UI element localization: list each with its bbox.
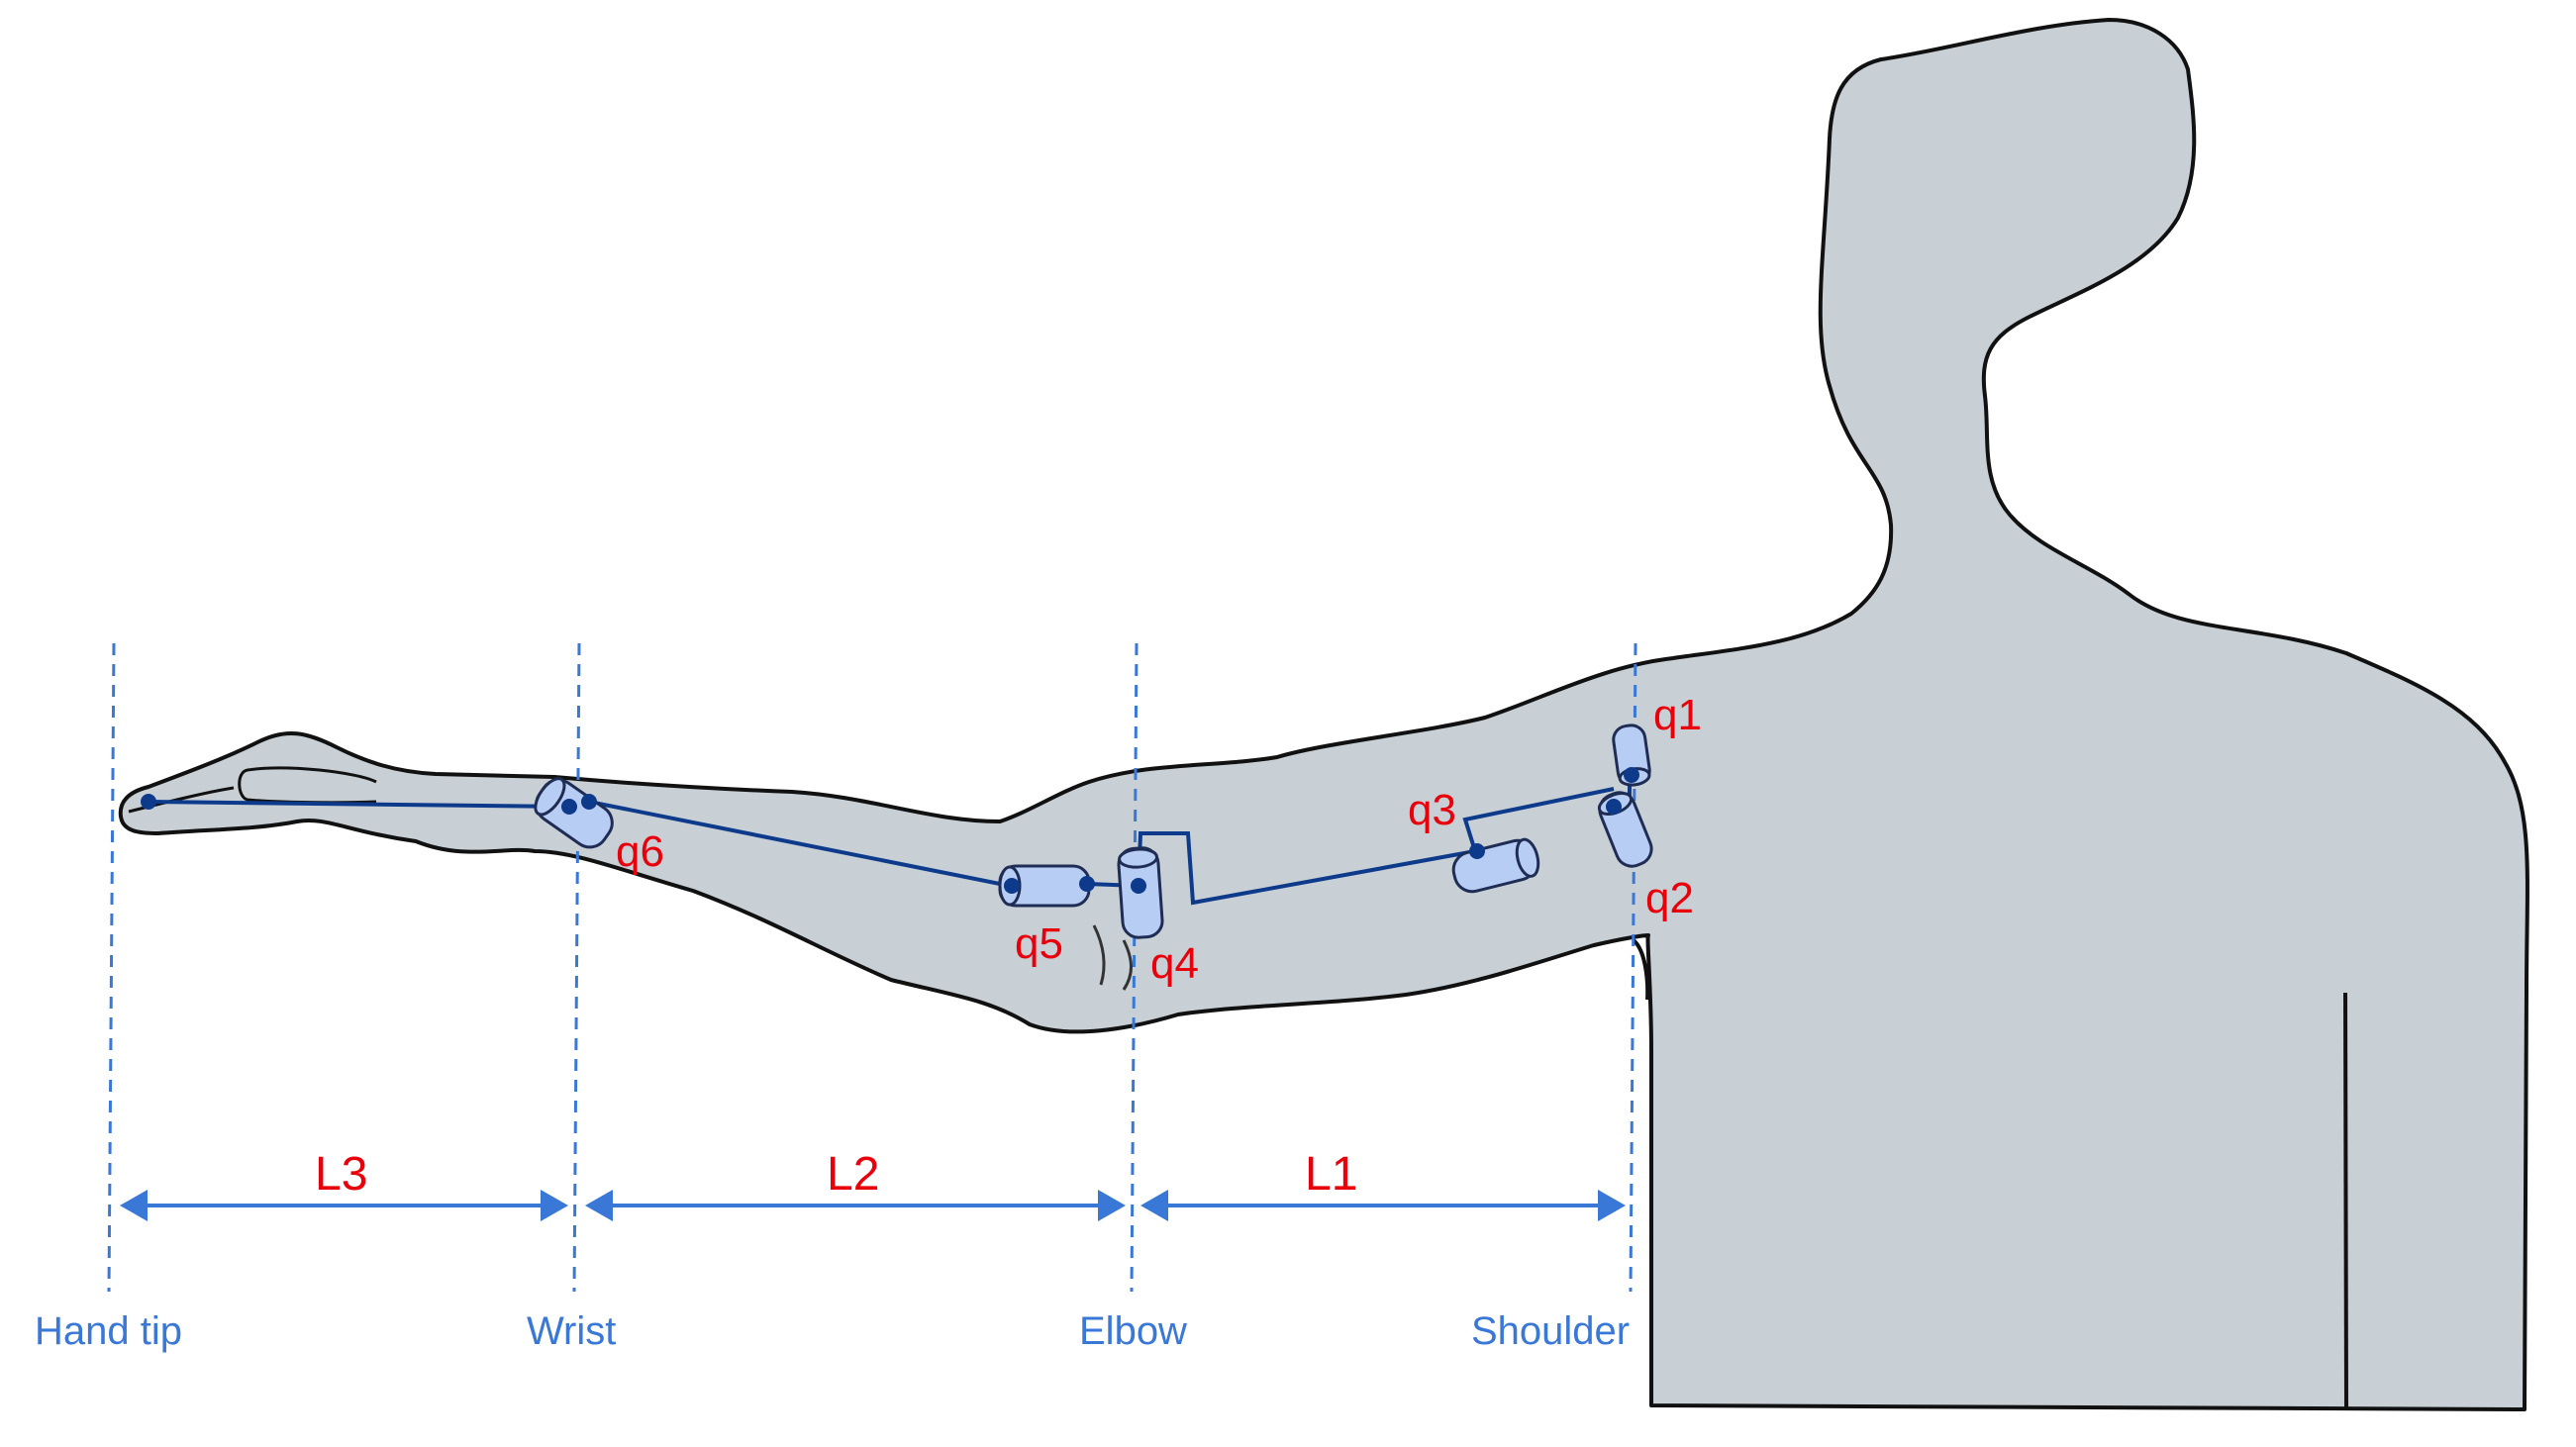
label-q3: q3 (1408, 786, 1456, 834)
label-L2: L2 (827, 1148, 879, 1201)
joint-q3-pivot (1469, 843, 1485, 859)
torso-armpit-line (1632, 938, 1650, 1001)
label-wrist: Wrist (527, 1309, 616, 1353)
hand-tip-point (141, 794, 156, 810)
label-q2: q2 (1645, 874, 1694, 922)
joint-q4-pivot (1131, 878, 1146, 894)
label-q4: q4 (1150, 939, 1199, 988)
joint-labels: q1 q2 q3 q4 q5 q6 (616, 691, 1702, 988)
thumb-outline (128, 786, 235, 814)
label-q5: q5 (1015, 919, 1063, 968)
joint-q6-pivot-b (581, 794, 597, 810)
label-L3: L3 (315, 1148, 367, 1201)
joint-q6-pivot-a (561, 799, 577, 815)
joint-q5-pivot-right (1079, 876, 1095, 892)
guide-hand-tip (107, 642, 116, 1293)
label-q1: q1 (1653, 691, 1702, 739)
torso-side-line (2343, 992, 2348, 1410)
elbow-crease-2 (1122, 939, 1133, 991)
joint-q2-pivot (1606, 799, 1622, 815)
landmark-labels: Hand tip Wrist Elbow Shoulder (35, 1309, 1630, 1353)
label-shoulder: Shoulder (1471, 1309, 1630, 1353)
joint-q1-pivot (1624, 767, 1639, 783)
link-q6-handtip (148, 800, 570, 809)
label-elbow: Elbow (1079, 1309, 1187, 1353)
label-L1: L1 (1305, 1148, 1357, 1201)
label-q6: q6 (616, 827, 664, 876)
elbow-crease-1 (1092, 924, 1106, 986)
guide-wrist (572, 642, 581, 1293)
torso-silhouette (118, 18, 2529, 1411)
link-q5-q6 (588, 800, 1011, 888)
segment-labels: L3 L2 L1 (315, 1148, 1357, 1201)
joint-q5-pivot-left (1004, 878, 1020, 894)
link-q2-q3 (1462, 787, 1615, 852)
label-hand-tip: Hand tip (35, 1309, 182, 1353)
guide-elbow (1130, 642, 1139, 1293)
